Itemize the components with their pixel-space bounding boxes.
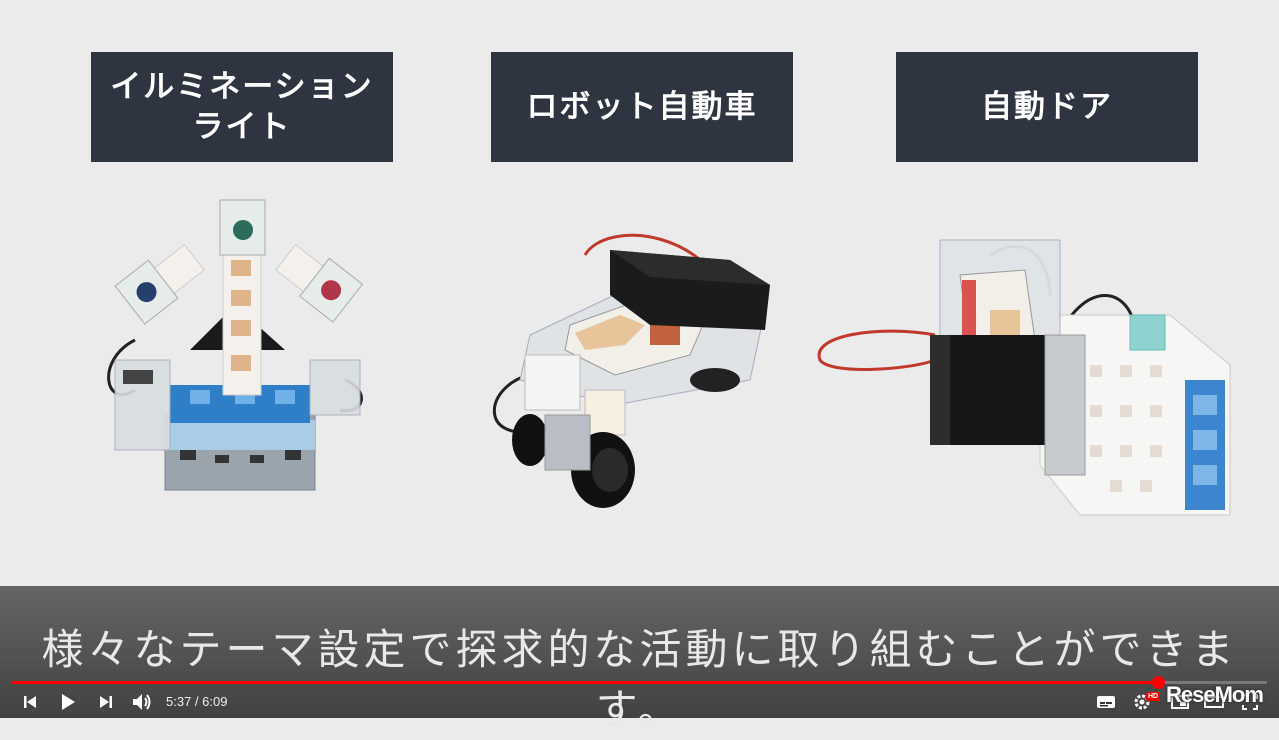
miniplayer-button[interactable] (1166, 690, 1194, 714)
previous-icon (24, 696, 36, 708)
current-time: 5:37 (166, 694, 192, 709)
title-card-illumination: イルミネーション ライト (91, 52, 393, 162)
volume-button[interactable] (128, 690, 156, 714)
volume-icon (133, 694, 151, 710)
time-display: 5:37 / 6:09 (166, 694, 227, 709)
subtitle-bar (0, 586, 1279, 718)
time-separator: / (191, 694, 203, 709)
resemom-watermark-logo: ReseMom (1166, 682, 1264, 707)
progress-bar[interactable] (12, 676, 1267, 689)
title-card-illumination-label: イルミネーション ライト (110, 69, 374, 145)
theater-icon (1204, 696, 1224, 708)
hd-badge: HD (1146, 692, 1161, 701)
captions-button[interactable] (1092, 690, 1120, 714)
next-button[interactable] (92, 690, 120, 714)
theater-mode-button[interactable] (1200, 690, 1228, 714)
title-card-robot-car: ロボット自動車 (491, 52, 793, 162)
settings-button[interactable] (1128, 690, 1156, 714)
subtitle-caption: 様々なテーマ設定で探求的な活動に取り組むことができます。 (41, 625, 1238, 734)
previous-button[interactable] (16, 690, 44, 714)
player-controls: 5:37 / 6:09 HD (0, 686, 1279, 718)
scrubber-handle[interactable] (1151, 676, 1165, 689)
robot-car-model-image (492, 233, 770, 508)
title-card-robot-car-label: ロボット自動車 (526, 89, 758, 125)
progress-bar-played (12, 681, 1158, 684)
automatic-door-model-image (817, 239, 1231, 516)
illumination-light-model-image (107, 199, 364, 491)
captions-icon (1097, 696, 1115, 708)
miniplayer-icon (1171, 695, 1189, 709)
duration: 6:09 (202, 694, 228, 709)
fullscreen-button[interactable] (1236, 690, 1264, 714)
play-button[interactable] (54, 690, 82, 714)
title-card-auto-door: 自動ドア (896, 52, 1198, 162)
fullscreen-icon (1242, 694, 1258, 710)
title-card-auto-door-label: 自動ドア (981, 89, 1113, 125)
next-icon (100, 696, 112, 708)
settings-icon (1134, 694, 1150, 710)
play-icon (62, 694, 75, 710)
